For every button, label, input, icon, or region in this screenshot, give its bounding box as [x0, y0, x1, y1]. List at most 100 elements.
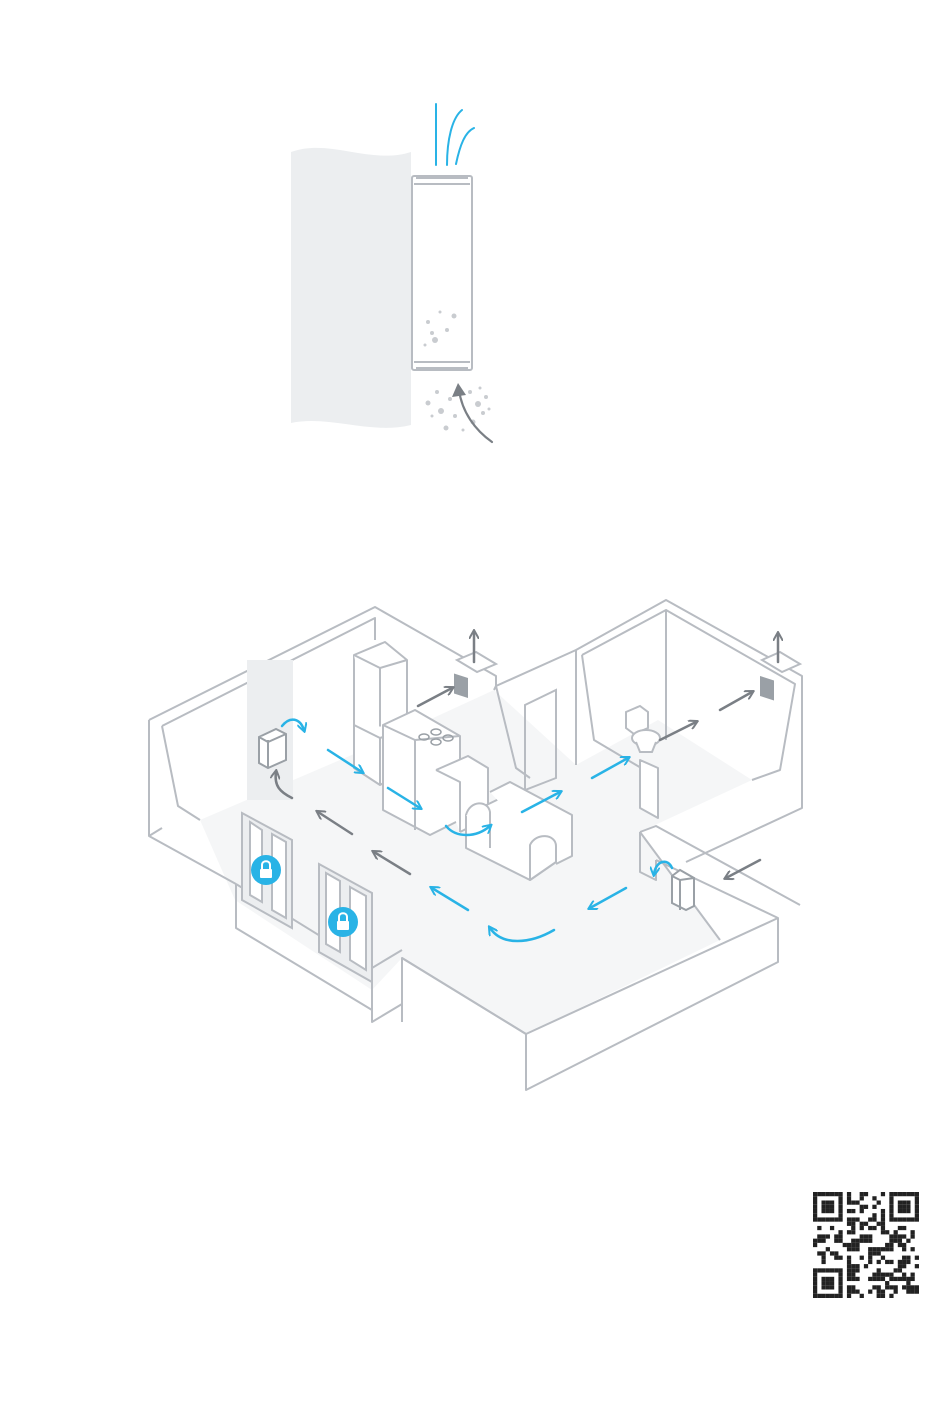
qr-module [872, 1251, 876, 1255]
qr-module [838, 1268, 842, 1272]
qr-module [830, 1251, 834, 1255]
qr-module [881, 1273, 885, 1277]
qr-module [898, 1234, 902, 1238]
qr-module [813, 1192, 817, 1196]
qr-module [864, 1205, 868, 1209]
qr-module [860, 1209, 864, 1213]
qr-module [838, 1239, 842, 1243]
qr-module [885, 1281, 889, 1285]
qr-module [851, 1217, 855, 1221]
qr-module [860, 1239, 864, 1243]
qr-module [889, 1205, 893, 1209]
qr-module [834, 1256, 838, 1260]
qr-module [911, 1230, 915, 1234]
qr-module [902, 1192, 906, 1196]
qr-module [881, 1192, 885, 1196]
qr-module [821, 1285, 825, 1289]
qr-module [851, 1209, 855, 1213]
qr-module [813, 1213, 817, 1217]
qr-module [830, 1217, 834, 1221]
qr-module [821, 1256, 825, 1260]
exhaust-grille-left [454, 674, 468, 699]
qr-module [843, 1243, 847, 1247]
qr-module [885, 1285, 889, 1289]
qr-module [881, 1213, 885, 1217]
qr-module [902, 1273, 906, 1277]
qr-module [826, 1268, 830, 1272]
qr-module [898, 1277, 902, 1281]
qr-module [826, 1192, 830, 1196]
qr-module [894, 1230, 898, 1234]
qr-module [821, 1260, 825, 1264]
qr-module [826, 1281, 830, 1285]
qr-module [813, 1196, 817, 1200]
qr-module [868, 1277, 872, 1281]
qr-module [838, 1285, 842, 1289]
qr-module [889, 1273, 893, 1277]
qr-module [911, 1273, 915, 1277]
qr-module [902, 1226, 906, 1230]
qr-module [838, 1200, 842, 1204]
qr-module [847, 1294, 851, 1298]
qr-module [915, 1192, 919, 1196]
qr-module [872, 1273, 876, 1277]
qr-module [898, 1205, 902, 1209]
qr-module [881, 1209, 885, 1213]
qr-module [906, 1285, 910, 1289]
qr-module [838, 1277, 842, 1281]
qr-module [889, 1239, 893, 1243]
qr-module [838, 1281, 842, 1285]
qr-module [902, 1247, 906, 1251]
qr-module [851, 1277, 855, 1281]
qr-module [838, 1294, 842, 1298]
qr-module [838, 1217, 842, 1221]
qr-module [877, 1200, 881, 1204]
qr-module [885, 1243, 889, 1247]
qr-module [906, 1217, 910, 1221]
qr-module [838, 1256, 842, 1260]
qr-module [872, 1205, 876, 1209]
clean-air-out-icon [436, 104, 474, 165]
qr-module [813, 1285, 817, 1289]
qr-module [826, 1294, 830, 1298]
qr-module [855, 1264, 859, 1268]
qr-module [817, 1234, 821, 1238]
qr-module [902, 1205, 906, 1209]
qr-module [902, 1243, 906, 1247]
qr-module [902, 1209, 906, 1213]
qr-module [868, 1260, 872, 1264]
qr-module [860, 1226, 864, 1230]
qr-module [821, 1251, 825, 1255]
qr-module [830, 1268, 834, 1272]
qr-module [851, 1290, 855, 1294]
qr-module [851, 1226, 855, 1230]
qr-module [826, 1247, 830, 1251]
qr-module [860, 1222, 864, 1226]
qr-module [838, 1213, 842, 1217]
qr-module [877, 1251, 881, 1255]
qr-module [889, 1243, 893, 1247]
qr-module [889, 1200, 893, 1204]
qr-module [847, 1268, 851, 1272]
qr-module [889, 1294, 893, 1298]
qr-module [906, 1192, 910, 1196]
qr-module [821, 1192, 825, 1196]
qr-module [898, 1226, 902, 1230]
qr-module [847, 1192, 851, 1196]
qr-module [889, 1247, 893, 1251]
qr-module [881, 1294, 885, 1298]
qr-module [872, 1226, 876, 1230]
qr-module [838, 1209, 842, 1213]
qr-module [821, 1294, 825, 1298]
qr-module [872, 1277, 876, 1281]
qr-module [881, 1290, 885, 1294]
qr-module [813, 1205, 817, 1209]
qr-module [915, 1290, 919, 1294]
qr-module [847, 1290, 851, 1294]
qr-module [847, 1285, 851, 1289]
qr-module [872, 1213, 876, 1217]
qr-module [847, 1230, 851, 1234]
qr-module [864, 1192, 868, 1196]
qr-module [868, 1226, 872, 1230]
qr-module [877, 1247, 881, 1251]
